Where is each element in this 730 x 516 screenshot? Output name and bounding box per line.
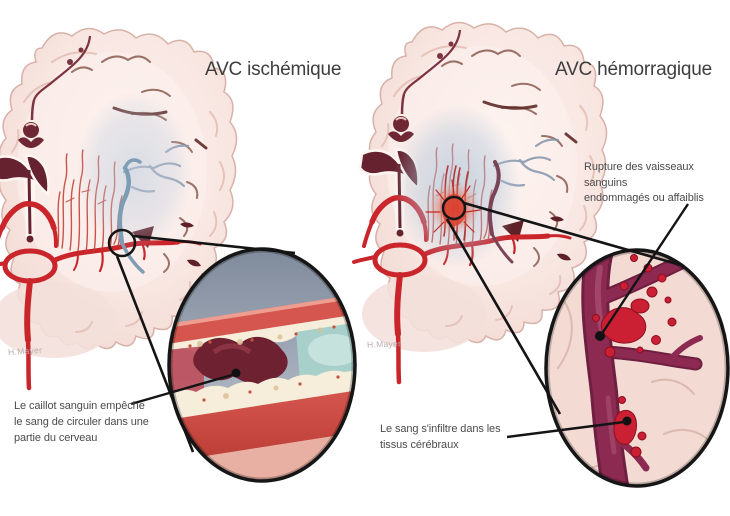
brain-right-hemorrhagic	[354, 22, 607, 382]
zoom-cone-line-right-upper	[463, 201, 685, 268]
zoom-cone-line-left-upper	[133, 234, 296, 255]
artery-top-wall	[169, 294, 355, 346]
label-clot: Le caillot sanguin empêche le sang de ci…	[14, 400, 149, 444]
congested-vein	[487, 160, 514, 264]
ischemic-pale-zone	[76, 92, 192, 252]
clot-zoom-view	[167, 247, 357, 483]
rupture-label-pointer-line	[600, 203, 689, 336]
rupture-site-marker-circle	[441, 195, 467, 221]
hemorrhage-core	[442, 194, 466, 226]
clot-pointer-dot	[231, 368, 241, 378]
brain-left-ischemic	[0, 28, 237, 388]
panel-title-hemorrhagic: AVC hémorragique	[555, 59, 712, 80]
artist-signature-right: H.Mayer	[366, 338, 402, 350]
infiltrate-label-pointer-line	[506, 420, 625, 439]
zoom-cone-line-left-lower	[115, 255, 195, 453]
hemorrhage-filaments	[425, 179, 481, 241]
zoom-cone-line-right-lower	[445, 218, 562, 415]
rupture-zoom-view	[544, 248, 730, 488]
label-rupture: Rupture des vaisseaux sanguins endommagé…	[584, 161, 704, 204]
rupture-zoom-border	[544, 248, 730, 488]
blockage-site-marker-circle	[107, 228, 137, 258]
plaque-speckles	[188, 325, 340, 402]
clot-label-pointer-line	[130, 373, 233, 406]
connector-lines	[115, 201, 689, 453]
leaking-blood-lower	[613, 396, 647, 458]
plaque-lower	[169, 370, 355, 422]
artery-bottom-wall	[169, 390, 355, 466]
panel-title-ischemic: AVC ischémique	[205, 59, 342, 80]
rupture-pointer-dot-lower	[622, 416, 632, 426]
label-infiltrate: Le sang s'infiltre dans les tissus céréb…	[380, 423, 501, 451]
